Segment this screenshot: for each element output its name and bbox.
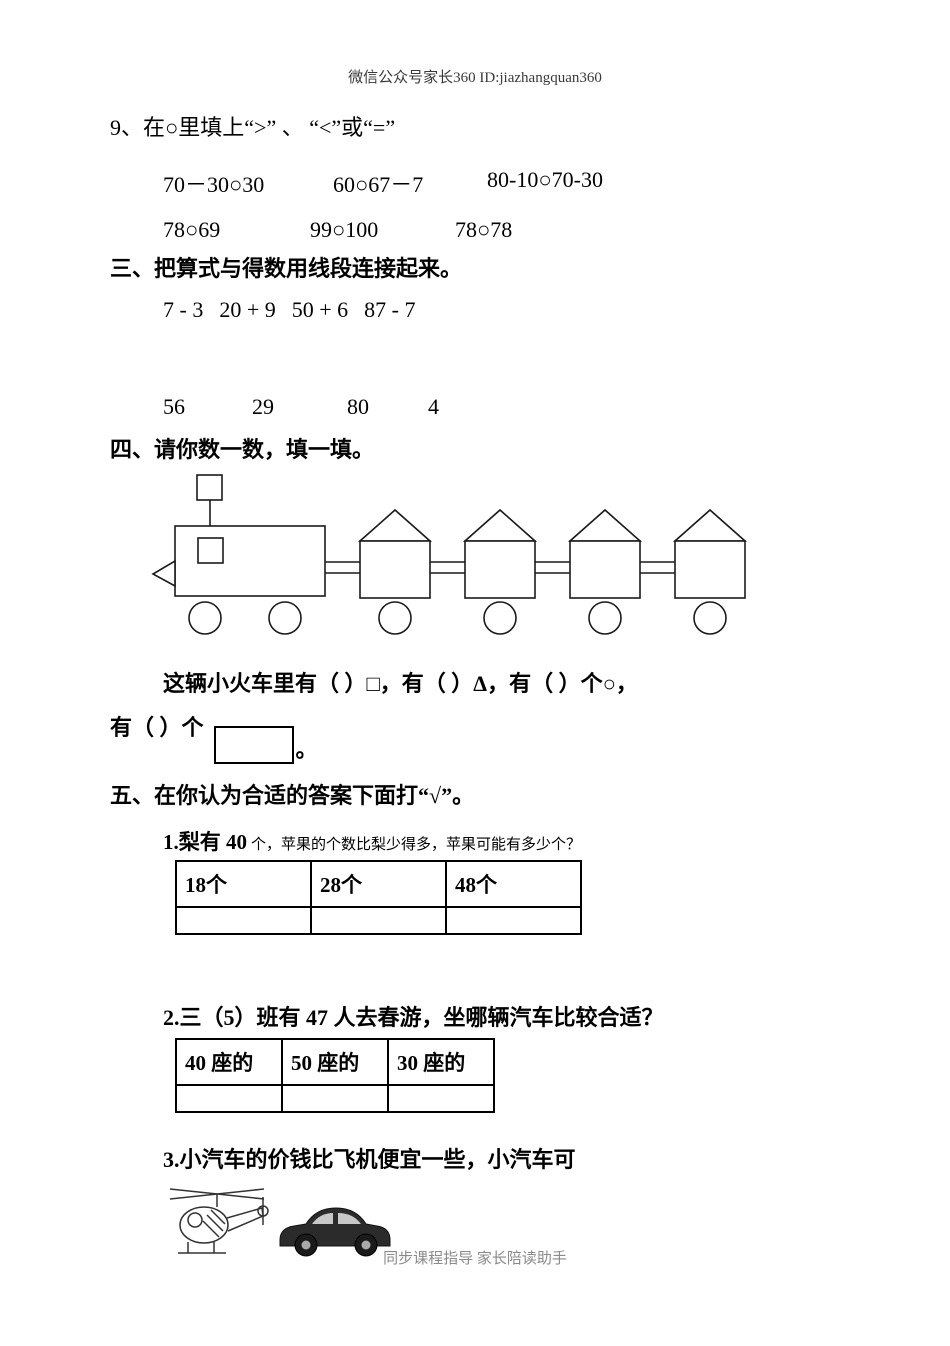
count-sentence-suffix: 。 xyxy=(295,737,318,762)
option-cell: 30 座的 xyxy=(387,1038,495,1086)
roof-triangle xyxy=(357,508,433,542)
carriage-body xyxy=(674,540,746,599)
car-window xyxy=(338,1213,361,1224)
table-row: 40 座的 50 座的 30 座的 xyxy=(175,1038,495,1086)
train-carriage xyxy=(567,508,643,635)
question-9-title: 9、在○里填上“>” 、 “<”或“=” xyxy=(110,115,396,140)
carriage-body xyxy=(569,540,641,599)
math-expression: 87 - 7 xyxy=(364,297,416,322)
car-image xyxy=(279,1207,391,1257)
train-carriage xyxy=(357,508,433,635)
train-carriage xyxy=(672,508,748,635)
car-window xyxy=(312,1213,333,1224)
table-row: 18个 28个 48个 xyxy=(175,860,582,908)
question-9-row2: 78○69 99○100 78○78 xyxy=(163,217,803,247)
question-1-lead: 1.梨有 40 xyxy=(163,830,247,854)
math-expression: 7 - 3 xyxy=(163,297,204,322)
answer-number: 4 xyxy=(428,394,439,419)
roof-triangle xyxy=(672,508,748,542)
carriage-body xyxy=(464,540,536,599)
section-3-answers: 56 29 80 4 xyxy=(163,394,563,424)
options-table-2: 40 座的 50 座的 30 座的 xyxy=(175,1038,495,1113)
roof-triangle xyxy=(567,508,643,542)
math-expression: 20 + 9 xyxy=(219,297,276,322)
options-table-1: 18个 28个 48个 xyxy=(175,860,582,935)
option-cell: 18个 xyxy=(175,860,312,908)
section-5-title: 五、在你认为合适的答案下面打“√”。 xyxy=(110,783,475,808)
question-9-row1: 70－30○30 60○67－7 80-10○70-30 xyxy=(163,167,803,197)
option-cell: 40 座的 xyxy=(175,1038,283,1086)
carriage-body xyxy=(359,540,431,599)
locomotive xyxy=(151,474,326,635)
table-row xyxy=(175,906,582,935)
count-sentence-line1: 这辆小火车里有（ ）□，有（ ）Δ，有（ ）个○， xyxy=(163,671,638,696)
wheel xyxy=(483,601,517,635)
answer-cell[interactable] xyxy=(281,1084,389,1113)
answer-cell[interactable] xyxy=(175,906,312,935)
front-triangle xyxy=(151,559,176,588)
math-expression: 78○78 xyxy=(455,217,513,242)
header-text: 微信公众号家长360 ID:jiazhangquan360 xyxy=(348,70,602,86)
count-sentence-line2: 有（ ）个 。 xyxy=(110,710,318,764)
question-3-text: 3.小汽车的价钱比飞机便宜一些，小汽车可 xyxy=(163,1147,576,1172)
wheel xyxy=(693,601,727,635)
option-cell: 50 座的 xyxy=(281,1038,389,1086)
train-couplers xyxy=(325,561,678,574)
helicopter-image xyxy=(169,1188,269,1254)
roof-triangle xyxy=(462,508,538,542)
footer-text: 同步课程指导 家长陪读助手 xyxy=(383,1251,567,1267)
math-expression: 70－30○30 xyxy=(163,172,265,197)
section-4-title: 四、请你数一数，填一填。 xyxy=(110,437,375,462)
count-sentence-prefix: 有（ ）个 xyxy=(110,715,204,740)
wheel xyxy=(588,601,622,635)
wheel xyxy=(378,601,412,635)
answer-number: 80 xyxy=(347,394,369,419)
question-1-rest: 个，苹果的个数比梨少得多，苹果可能有多少个？ xyxy=(251,837,582,853)
math-expression: 99○100 xyxy=(310,217,379,242)
answer-number: 56 xyxy=(163,394,185,419)
math-expression: 60○67－7 xyxy=(333,172,424,197)
section-3-title: 三、把算式与得数用线段连接起来。 xyxy=(110,256,463,281)
answer-cell[interactable] xyxy=(310,906,447,935)
rectangle-shape-box xyxy=(213,726,294,764)
answer-cell[interactable] xyxy=(387,1084,495,1113)
option-cell: 28个 xyxy=(310,860,447,908)
train-drawing xyxy=(151,474,748,635)
question-2-text: 2.三（5）班有 47 人去春游，坐哪辆汽车比较合适？ xyxy=(163,1005,664,1030)
answer-cell[interactable] xyxy=(175,1084,283,1113)
chimney-square xyxy=(196,474,223,501)
math-expression: 78○69 xyxy=(163,217,221,242)
wheel xyxy=(268,601,302,635)
train-carriage xyxy=(462,508,538,635)
question-1-text: 1.梨有 40 个，苹果的个数比梨少得多，苹果可能有多少个？ xyxy=(163,826,581,856)
table-row xyxy=(175,1084,495,1113)
window-square xyxy=(197,537,224,564)
math-expression: 80-10○70-30 xyxy=(487,167,603,192)
wheel xyxy=(188,601,222,635)
answer-cell[interactable] xyxy=(445,906,582,935)
math-expression: 50 + 6 xyxy=(291,297,349,322)
option-cell: 48个 xyxy=(445,860,582,908)
answer-number: 29 xyxy=(252,394,274,419)
section-3-expressions: 7 - 3 20 + 9 50 + 6 87 - 7 xyxy=(163,297,416,323)
